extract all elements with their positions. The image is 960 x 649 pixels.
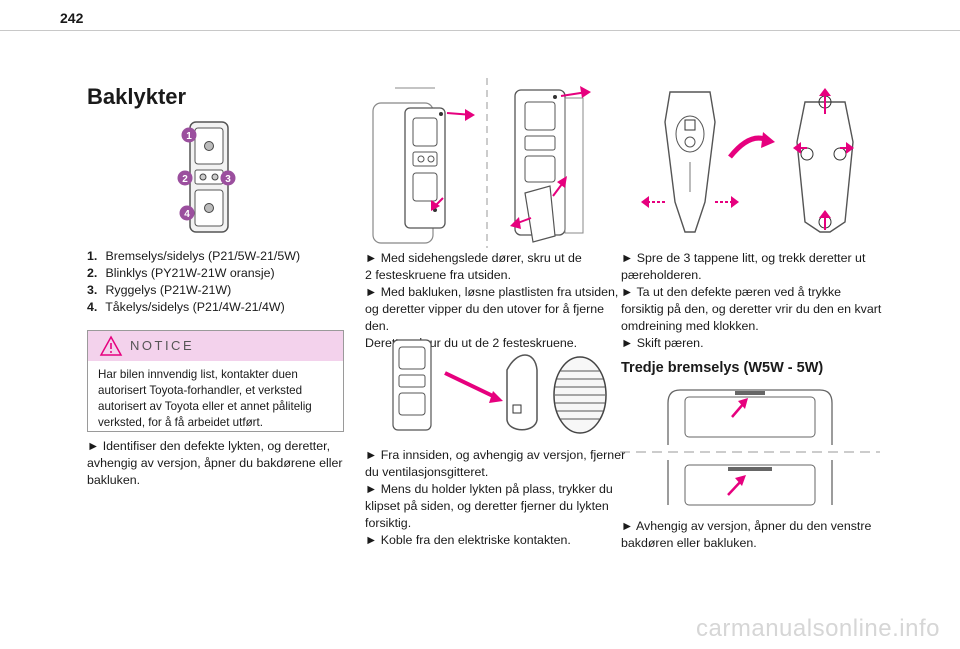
list-item: 4. Tåkelys/sidelys (P21/4W-21/4W) [87, 300, 285, 314]
notice-text: Har bilen innvendig list, kontakter duen… [98, 368, 312, 429]
lamp-cluster-figure: 1 2 3 4 [177, 121, 236, 233]
callout-3: 3 [220, 170, 236, 186]
svg-text:2: 2 [182, 174, 188, 185]
svg-text:1: 1 [186, 131, 192, 142]
list-item: 2. Blinklys (PY21W-21W oransje) [87, 266, 275, 280]
callout-1: 1 [181, 127, 197, 143]
section-heading: Tredje bremselys (W5W - 5W) [621, 360, 824, 376]
step-text-col3b: ► Avhengig av versjon, åpner du den vens… [621, 519, 872, 550]
ventilation-grille-figure [392, 339, 607, 434]
list-item: 1. Bremselys/sidelys (P21/5W-21/5W) [87, 249, 301, 263]
step-text-col3a: ► Spre de 3 tappene litt, og trekk deret… [621, 251, 882, 350]
watermark: carmanualsonline.info [696, 615, 940, 642]
step-text-col2b: ► Fra innsiden, og avhengig av versjon, … [365, 448, 626, 547]
callout-2: 2 [177, 170, 193, 186]
page-title: Baklykter [87, 84, 187, 109]
grille [553, 356, 607, 434]
step-text-col1: ► Identifiser den defekte lykten, og der… [87, 439, 343, 487]
page-number: 242 [60, 10, 84, 26]
third-brake-light-figure [620, 389, 880, 506]
svg-text:3: 3 [225, 174, 231, 185]
header-divider [0, 30, 960, 31]
bulb-list: 1. Bremselys/sidelys (P21/5W-21/5W) 2. B… [87, 248, 347, 316]
warning-icon [99, 335, 123, 356]
notice-title: NOTICE [130, 338, 195, 353]
notice-box: NOTICE Har bilen innvendig list, kontakt… [87, 330, 344, 432]
svg-text:4: 4 [184, 209, 190, 220]
rear-door-screws-figure [372, 78, 591, 248]
bulb-holder-figure [641, 88, 854, 233]
list-item: 3. Ryggelys (P21W-21W) [87, 283, 232, 297]
callout-4: 4 [179, 205, 195, 221]
